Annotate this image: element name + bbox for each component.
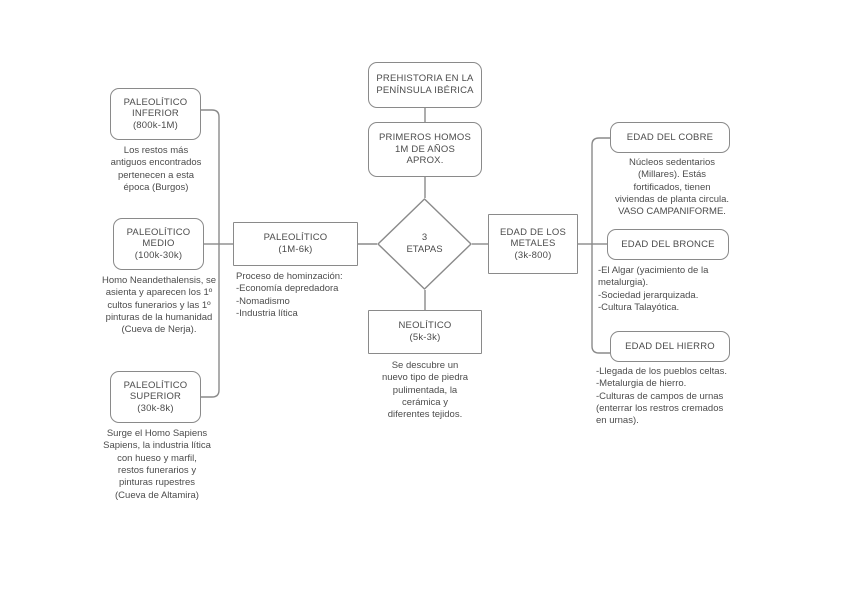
node-label: PRIMEROS HOMOS 1M DE AÑOS APROX. bbox=[378, 132, 471, 167]
node-neolitico[interactable]: NEOLÍTICO (5k-3k) bbox=[368, 310, 482, 354]
node-edad-de-los-metales[interactable]: EDAD DE LOS METALES (3k-800) bbox=[488, 214, 578, 274]
node-paleolitico-inferior[interactable]: PALEOLÍTICO INFERIOR (800k-1M) bbox=[110, 88, 201, 140]
node-primeros-homos[interactable]: PRIMEROS HOMOS 1M DE AÑOS APROX. bbox=[368, 122, 482, 177]
note-paleolitico-inferior: Los restos más antiguos encontrados pert… bbox=[110, 145, 202, 194]
node-label: PALEOLÍTICO INFERIOR (800k-1M) bbox=[123, 96, 188, 131]
node-label: EDAD DEL BRONCE bbox=[621, 238, 715, 250]
node-paleolitico-superior[interactable]: PALEOLÍTICO SUPERIOR (30k-8k) bbox=[110, 371, 201, 423]
node-label: PREHISTORIA EN LA PENÍNSULA IBÉRICA bbox=[376, 73, 474, 96]
node-paleolitico-medio[interactable]: PALEOLÍTICO MEDIO (100k-30k) bbox=[113, 218, 204, 270]
node-label: EDAD DE LOS METALES (3k-800) bbox=[499, 226, 567, 261]
node-paleolitico[interactable]: PALEOLÍTICO (1M-6k) bbox=[233, 222, 358, 266]
note-paleolitico-medio: Homo Neandethalensis, se asienta y apare… bbox=[101, 275, 217, 336]
node-prehistoria-root[interactable]: PREHISTORIA EN LA PENÍNSULA IBÉRICA bbox=[368, 62, 482, 108]
node-label: PALEOLÍTICO SUPERIOR (30k-8k) bbox=[123, 379, 188, 414]
node-label: EDAD DEL HIERRO bbox=[625, 340, 715, 352]
node-label: NEOLÍTICO (5k-3k) bbox=[398, 320, 452, 343]
node-3-etapas[interactable]: 3 ETAPAS bbox=[377, 198, 472, 290]
node-label: EDAD DEL COBRE bbox=[626, 131, 714, 143]
note-paleolitico: Proceso de hominzación: -Economía depred… bbox=[236, 271, 343, 320]
note-edad-del-bronce: -El Algar (yacimiento de la metalurgia).… bbox=[598, 265, 709, 314]
node-label: 3 ETAPAS bbox=[406, 232, 443, 255]
node-edad-del-cobre[interactable]: EDAD DEL COBRE bbox=[610, 122, 730, 153]
node-edad-del-hierro[interactable]: EDAD DEL HIERRO bbox=[610, 331, 730, 362]
note-edad-del-hierro: -Llegada de los pueblos celtas. -Metalur… bbox=[596, 366, 727, 427]
node-label: PALEOLÍTICO (1M-6k) bbox=[263, 232, 328, 255]
note-neolitico: Se descubre un nuevo tipo de piedra puli… bbox=[381, 360, 469, 421]
diamond-shape bbox=[377, 198, 472, 290]
note-paleolitico-superior: Surge el Homo Sapiens Sapiens, la indust… bbox=[103, 428, 211, 501]
note-edad-del-cobre: Núcleos sedentarios (Millares). Estás fo… bbox=[614, 157, 730, 218]
node-label: PALEOLÍTICO MEDIO (100k-30k) bbox=[126, 226, 191, 261]
node-edad-del-bronce[interactable]: EDAD DEL BRONCE bbox=[607, 229, 729, 260]
